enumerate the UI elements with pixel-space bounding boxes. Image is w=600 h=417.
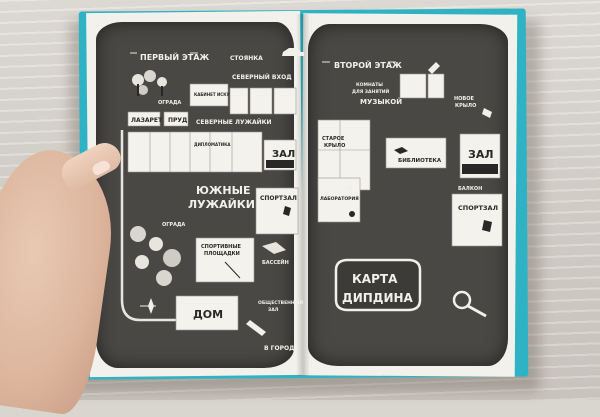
right-map: ВТОРОЙ ЭТАЖ КОМНАТЫ ДЛЯ ЗАНЯТИЙ МУЗЫКОЙ … [317, 59, 503, 318]
music-note-icon [428, 62, 440, 74]
hall-stage [266, 160, 294, 168]
room-art-cabinet [189, 83, 229, 107]
label-diplomatics: ДИПЛОМАТИКА [194, 142, 231, 147]
bus-icon [246, 320, 266, 336]
room-block-b [249, 87, 273, 115]
left-map: ПЕРВЫЙ ЭТАЖ СТОЯНКА СЕВЕРНЫЙ ВХОД ОГРАДА… [120, 48, 304, 352]
gym-shield-icon [283, 206, 291, 216]
map-drawing: ПЕРВЫЙ ЭТАЖ СТОЯНКА СЕВЕРНЫЙ ВХОД ОГРАДА… [120, 48, 503, 352]
path-left [120, 130, 210, 322]
label-dorm-1: ОБЩЕСТВЕННЫЙ [258, 298, 303, 306]
flask-icon [347, 185, 358, 217]
label-parking: СТОЯНКА [230, 55, 263, 62]
room-lab [317, 177, 361, 223]
room-music-a [399, 73, 427, 99]
title-line-1: КАРТА [352, 272, 398, 286]
room-block-a [229, 87, 249, 115]
label-art-cabinet: КАБИНЕТ ИСКУССТВ [194, 92, 241, 97]
room-music-b [427, 73, 445, 99]
label-first-floor: ПЕРВЫЙ ЭТАЖ [140, 51, 209, 62]
house-box [175, 295, 239, 331]
compass-icon [140, 298, 156, 314]
label-fence: ОГРАДА [158, 100, 181, 106]
label-gym-2: СПОРТЗАЛ [458, 204, 498, 212]
label-gym: СПОРТЗАЛ [260, 195, 297, 202]
label-second-floor: ВТОРОЙ ЭТАЖ [334, 59, 402, 70]
car-icon [282, 48, 304, 56]
label-old-wing-2: КРЫЛО [324, 143, 345, 149]
label-north-entrance: СЕВЕРНЫЙ ВХОД [232, 73, 292, 81]
label-fence-2: ОГРАДА [162, 222, 185, 228]
label-music-1: КОМНАТЫ [356, 82, 383, 88]
sport-grounds [195, 237, 255, 283]
label-music-3: МУЗЫКОЙ [360, 97, 402, 106]
label-dorm-2: ЗАЛ [268, 307, 279, 313]
label-music-2: ДЛЯ ЗАНЯТИЙ [352, 87, 390, 95]
gym-2-shield-icon [482, 220, 492, 232]
label-lab: ЛАБОРАТОРИЯ [320, 196, 359, 202]
label-old-wing-1: СТАРОЕ [322, 136, 345, 142]
trees-icon [132, 70, 167, 96]
label-sport-grounds-2: ПЛОЩАДКИ [204, 251, 240, 257]
label-new-wing-2: КРЫЛО [455, 103, 476, 109]
label-pond: ПРУД [168, 117, 187, 124]
arrow-icon [482, 108, 492, 118]
magnifier-icon [452, 290, 487, 318]
room-gym-2 [451, 193, 503, 247]
label-pool: БАССЕЙН [262, 258, 289, 266]
main-building [127, 131, 263, 173]
label-sport-grounds-1: СПОРТИВНЫЕ [201, 244, 242, 250]
label-south-lawns-1: ЮЖНЫЕ [196, 184, 251, 197]
label-hall-2: ЗАЛ [468, 148, 493, 161]
hall-2-stage [462, 164, 498, 174]
pool-icon [262, 242, 286, 254]
room-block-c [273, 87, 297, 115]
label-library: БИБЛИОТЕКА [398, 158, 442, 164]
label-north-lawns: СЕВЕРНЫЕ ЛУЖАЙКИ [196, 118, 272, 126]
book-gutter [296, 14, 310, 376]
room-library [385, 137, 447, 169]
room-pond [163, 111, 189, 127]
label-new-wing-1: НОВОЕ [454, 96, 474, 102]
label-balcony: БАЛКОН [458, 186, 482, 192]
title-line-2: ДИПДИНА [342, 291, 414, 305]
label-house: ДОМ [193, 308, 223, 321]
label-south-lawns-2: ЛУЖАЙКИ [188, 198, 255, 211]
map-title-plaque: КАРТА ДИПДИНА [334, 258, 422, 312]
room-gym [255, 187, 299, 235]
room-infirmary [127, 111, 161, 127]
trees-lower-icon [130, 226, 181, 286]
label-hall: ЗАЛ [272, 149, 295, 160]
label-to-city: В ГОРОД [264, 345, 294, 352]
label-infirmary: ЛАЗАРЕТ [131, 117, 163, 124]
book-icon [394, 147, 408, 154]
